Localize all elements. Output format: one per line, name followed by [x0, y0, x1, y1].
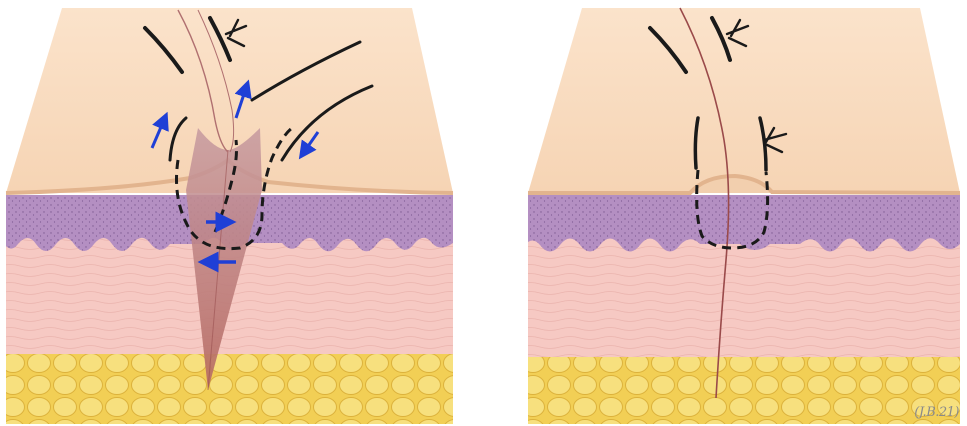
left-panel-open-wound	[6, 8, 453, 424]
right-panel-closed-wound	[528, 8, 960, 424]
fat-layer	[6, 352, 453, 424]
skin-surface	[528, 8, 960, 193]
artist-signature: (J.B.21)	[914, 405, 959, 420]
fat-layer	[528, 355, 960, 424]
